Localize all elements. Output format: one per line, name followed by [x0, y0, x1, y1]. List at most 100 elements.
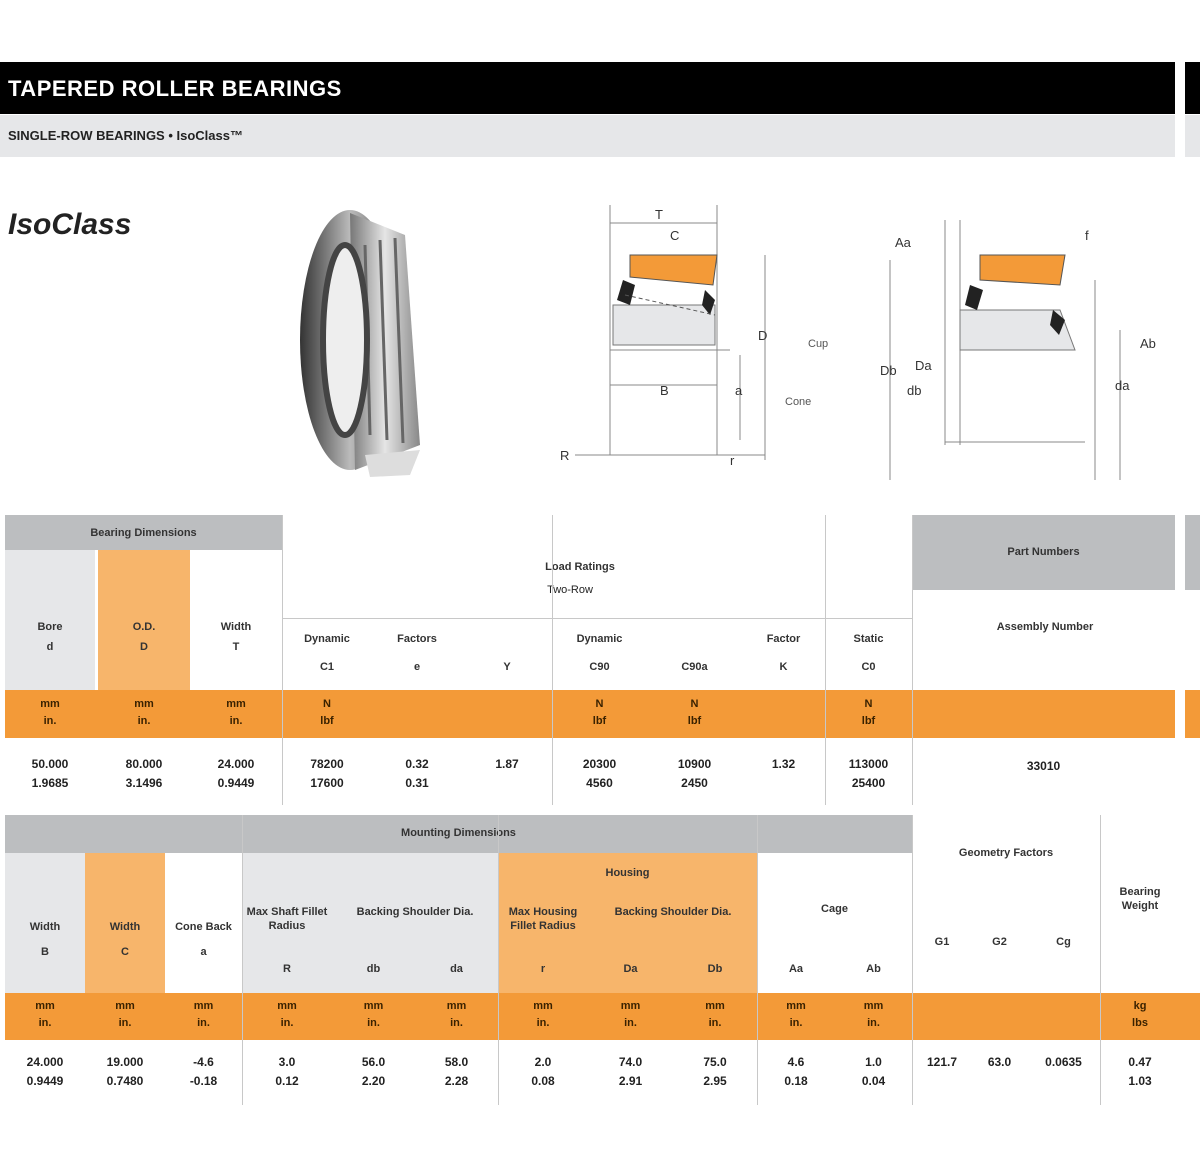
label-f: f [1085, 228, 1089, 243]
value-imperial: 25400 [851, 776, 886, 790]
unit-imperial: in. [867, 1017, 880, 1029]
value-metric: 1.32 [771, 757, 796, 771]
column-symbol: a [200, 946, 207, 958]
unit-metric: mm [533, 1000, 553, 1012]
unit-imperial: in. [450, 1017, 463, 1029]
unit-imperial: in. [197, 1017, 210, 1029]
value-metric: 2.0 [534, 1055, 552, 1069]
column-header: Dynamic [576, 633, 623, 645]
column-symbol: T [232, 641, 240, 653]
group-label-mounting: Mounting Dimensions [401, 827, 516, 839]
unit-imperial: in. [789, 1017, 803, 1029]
value-imperial: 2450 [681, 776, 708, 790]
group-label-part-numbers: Part Numbers [1007, 546, 1080, 558]
unit-metric: mm [193, 1000, 214, 1012]
value-metric: 20300 [582, 757, 617, 771]
value-metric: 113000 [848, 757, 889, 771]
unit-metric: mm [786, 1000, 806, 1012]
value-imperial: 4560 [586, 776, 613, 790]
column-header: Factors [397, 633, 437, 645]
unit-imperial: in. [118, 1017, 132, 1029]
assembly-number-header: Assembly Number [996, 621, 1094, 633]
value-metric: 78200 [310, 757, 344, 771]
unit-metric: mm [226, 698, 246, 710]
unit-metric: mm [35, 1000, 55, 1012]
label-D: D [758, 328, 767, 343]
unit-metric: mm [620, 1000, 641, 1012]
value-metric: 10900 [677, 757, 712, 771]
unit-imperial: lbf [320, 715, 334, 727]
label-Db: Db [880, 363, 897, 378]
label-B: B [660, 383, 669, 398]
column-symbol: C [121, 946, 129, 958]
label-db: db [907, 383, 921, 398]
unit-imperial: in. [624, 1017, 637, 1029]
divider [552, 515, 553, 805]
unit-metric: N [323, 698, 331, 710]
bore-column-bg [5, 550, 95, 690]
header-group-mounting [5, 815, 912, 853]
column-symbol: R [283, 963, 291, 975]
unit-metric: mm [115, 1000, 135, 1012]
label-Da: Da [915, 358, 932, 373]
column-header: Width [220, 621, 252, 633]
value-metric: 121.7 [926, 1055, 958, 1069]
label-da: da [1115, 378, 1130, 393]
divider [498, 815, 499, 1105]
shaft-group-bg [242, 853, 498, 993]
column-header: Bore [37, 621, 63, 633]
width-b-column-bg [5, 853, 85, 993]
group-label-housing: Housing [605, 867, 650, 879]
value-imperial: 2.28 [444, 1074, 469, 1088]
divider [242, 815, 243, 1105]
divider [757, 815, 758, 1105]
value-metric: 80.000 [125, 757, 163, 771]
group-label-dimensions: Bearing Dimensions [90, 527, 197, 539]
column-header: Width [29, 921, 61, 933]
column-symbol: K [779, 661, 788, 673]
unit-metric: N [595, 698, 604, 710]
value-imperial: 1.9685 [31, 776, 69, 790]
group-sublabel: Two-Row [547, 584, 593, 596]
unit-imperial: in. [38, 1017, 52, 1029]
value-metric: 24.000 [217, 757, 255, 771]
column-header: O.D. [132, 621, 156, 633]
value-metric: 19.000 [106, 1055, 144, 1069]
column-symbol: Db [707, 963, 723, 975]
column-symbol: d [46, 641, 54, 653]
column-header: Cone Back [175, 921, 232, 933]
header-group-dimensions [5, 515, 282, 550]
value-imperial: -0.18 [189, 1074, 218, 1088]
unit-imperial: in. [708, 1017, 722, 1029]
value-metric: 75.0 [703, 1055, 727, 1069]
value-imperial: 0.7480 [106, 1074, 144, 1088]
width-c-column-bg [85, 853, 165, 993]
unit-metric: mm [863, 1000, 884, 1012]
divider [282, 515, 283, 805]
label-cup: Cup [808, 338, 829, 350]
group-label-load-ratings: Load Ratings [545, 561, 615, 573]
value-metric: 74.0 [618, 1055, 643, 1069]
column-symbol: Da [623, 963, 638, 975]
column-symbol: C0 [861, 661, 876, 673]
column-symbol: C90 [589, 661, 610, 673]
value-imperial: 2.91 [618, 1074, 643, 1088]
value-imperial: 0.12 [275, 1074, 299, 1088]
unit-imperial: lbf [592, 715, 607, 727]
value-metric: 0.32 [405, 757, 429, 771]
bearing-image [300, 210, 420, 477]
mounting-diagram: Aa Ab Db Da db da f [880, 220, 1156, 480]
column-symbol: db [366, 963, 381, 975]
value-metric: 0.0635 [1045, 1055, 1082, 1069]
assembly-number-value: 33010 [1026, 759, 1061, 773]
unit-metric: mm [40, 698, 60, 710]
units-row [5, 993, 1200, 1040]
value-imperial: 2.95 [703, 1074, 727, 1088]
label-R: R [560, 448, 569, 463]
label-C: C [670, 228, 679, 243]
unit-metric: kg [1133, 1000, 1147, 1012]
column-header: Static [853, 633, 884, 645]
unit-imperial: lbf [687, 715, 702, 727]
units-row [5, 690, 1175, 738]
value-metric: 63.0 [987, 1055, 1012, 1069]
